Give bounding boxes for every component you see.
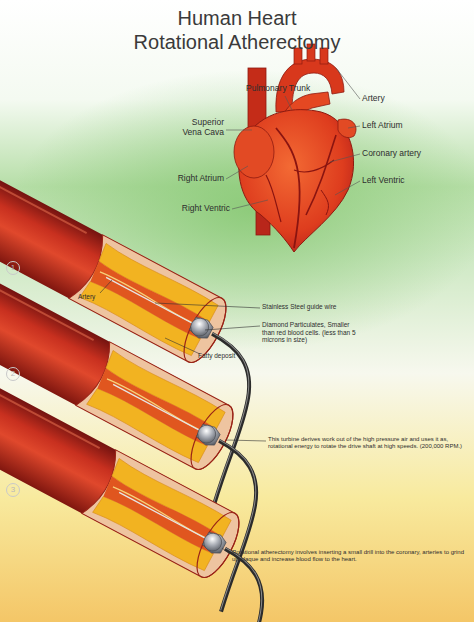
- part-label: Left Ventric: [362, 175, 452, 185]
- part-label: Stainless Steel guide wire: [262, 303, 412, 311]
- heart: [234, 44, 356, 252]
- part-label: Pulmonary Trunk: [246, 83, 336, 93]
- part-label: Coronary artery: [362, 148, 462, 158]
- leader-lines: [226, 68, 360, 209]
- part-label: Right Atrium: [140, 173, 224, 183]
- callout-number: 2: [6, 367, 20, 381]
- part-label: Artery: [78, 293, 118, 301]
- part-label: Superior Vena Cava: [176, 117, 224, 137]
- artery-stage: [0, 363, 314, 622]
- part-label: Left Atrium: [362, 120, 452, 130]
- part-label: Fatty deposit: [198, 352, 268, 360]
- part-label: Artery: [362, 93, 452, 103]
- note: Rotational atherectomy involves insertin…: [232, 549, 470, 563]
- callout-number: 1: [6, 261, 20, 275]
- note: This turbine derives work out of the hig…: [268, 436, 472, 450]
- note: Diamond Particulates, Smaller than red b…: [262, 321, 362, 344]
- title: Human Heart Rotational Atherectomy: [131, 6, 343, 54]
- part-label: Right Ventric: [140, 203, 230, 213]
- callout-number: 3: [6, 483, 20, 497]
- leader-lines: [100, 280, 266, 554]
